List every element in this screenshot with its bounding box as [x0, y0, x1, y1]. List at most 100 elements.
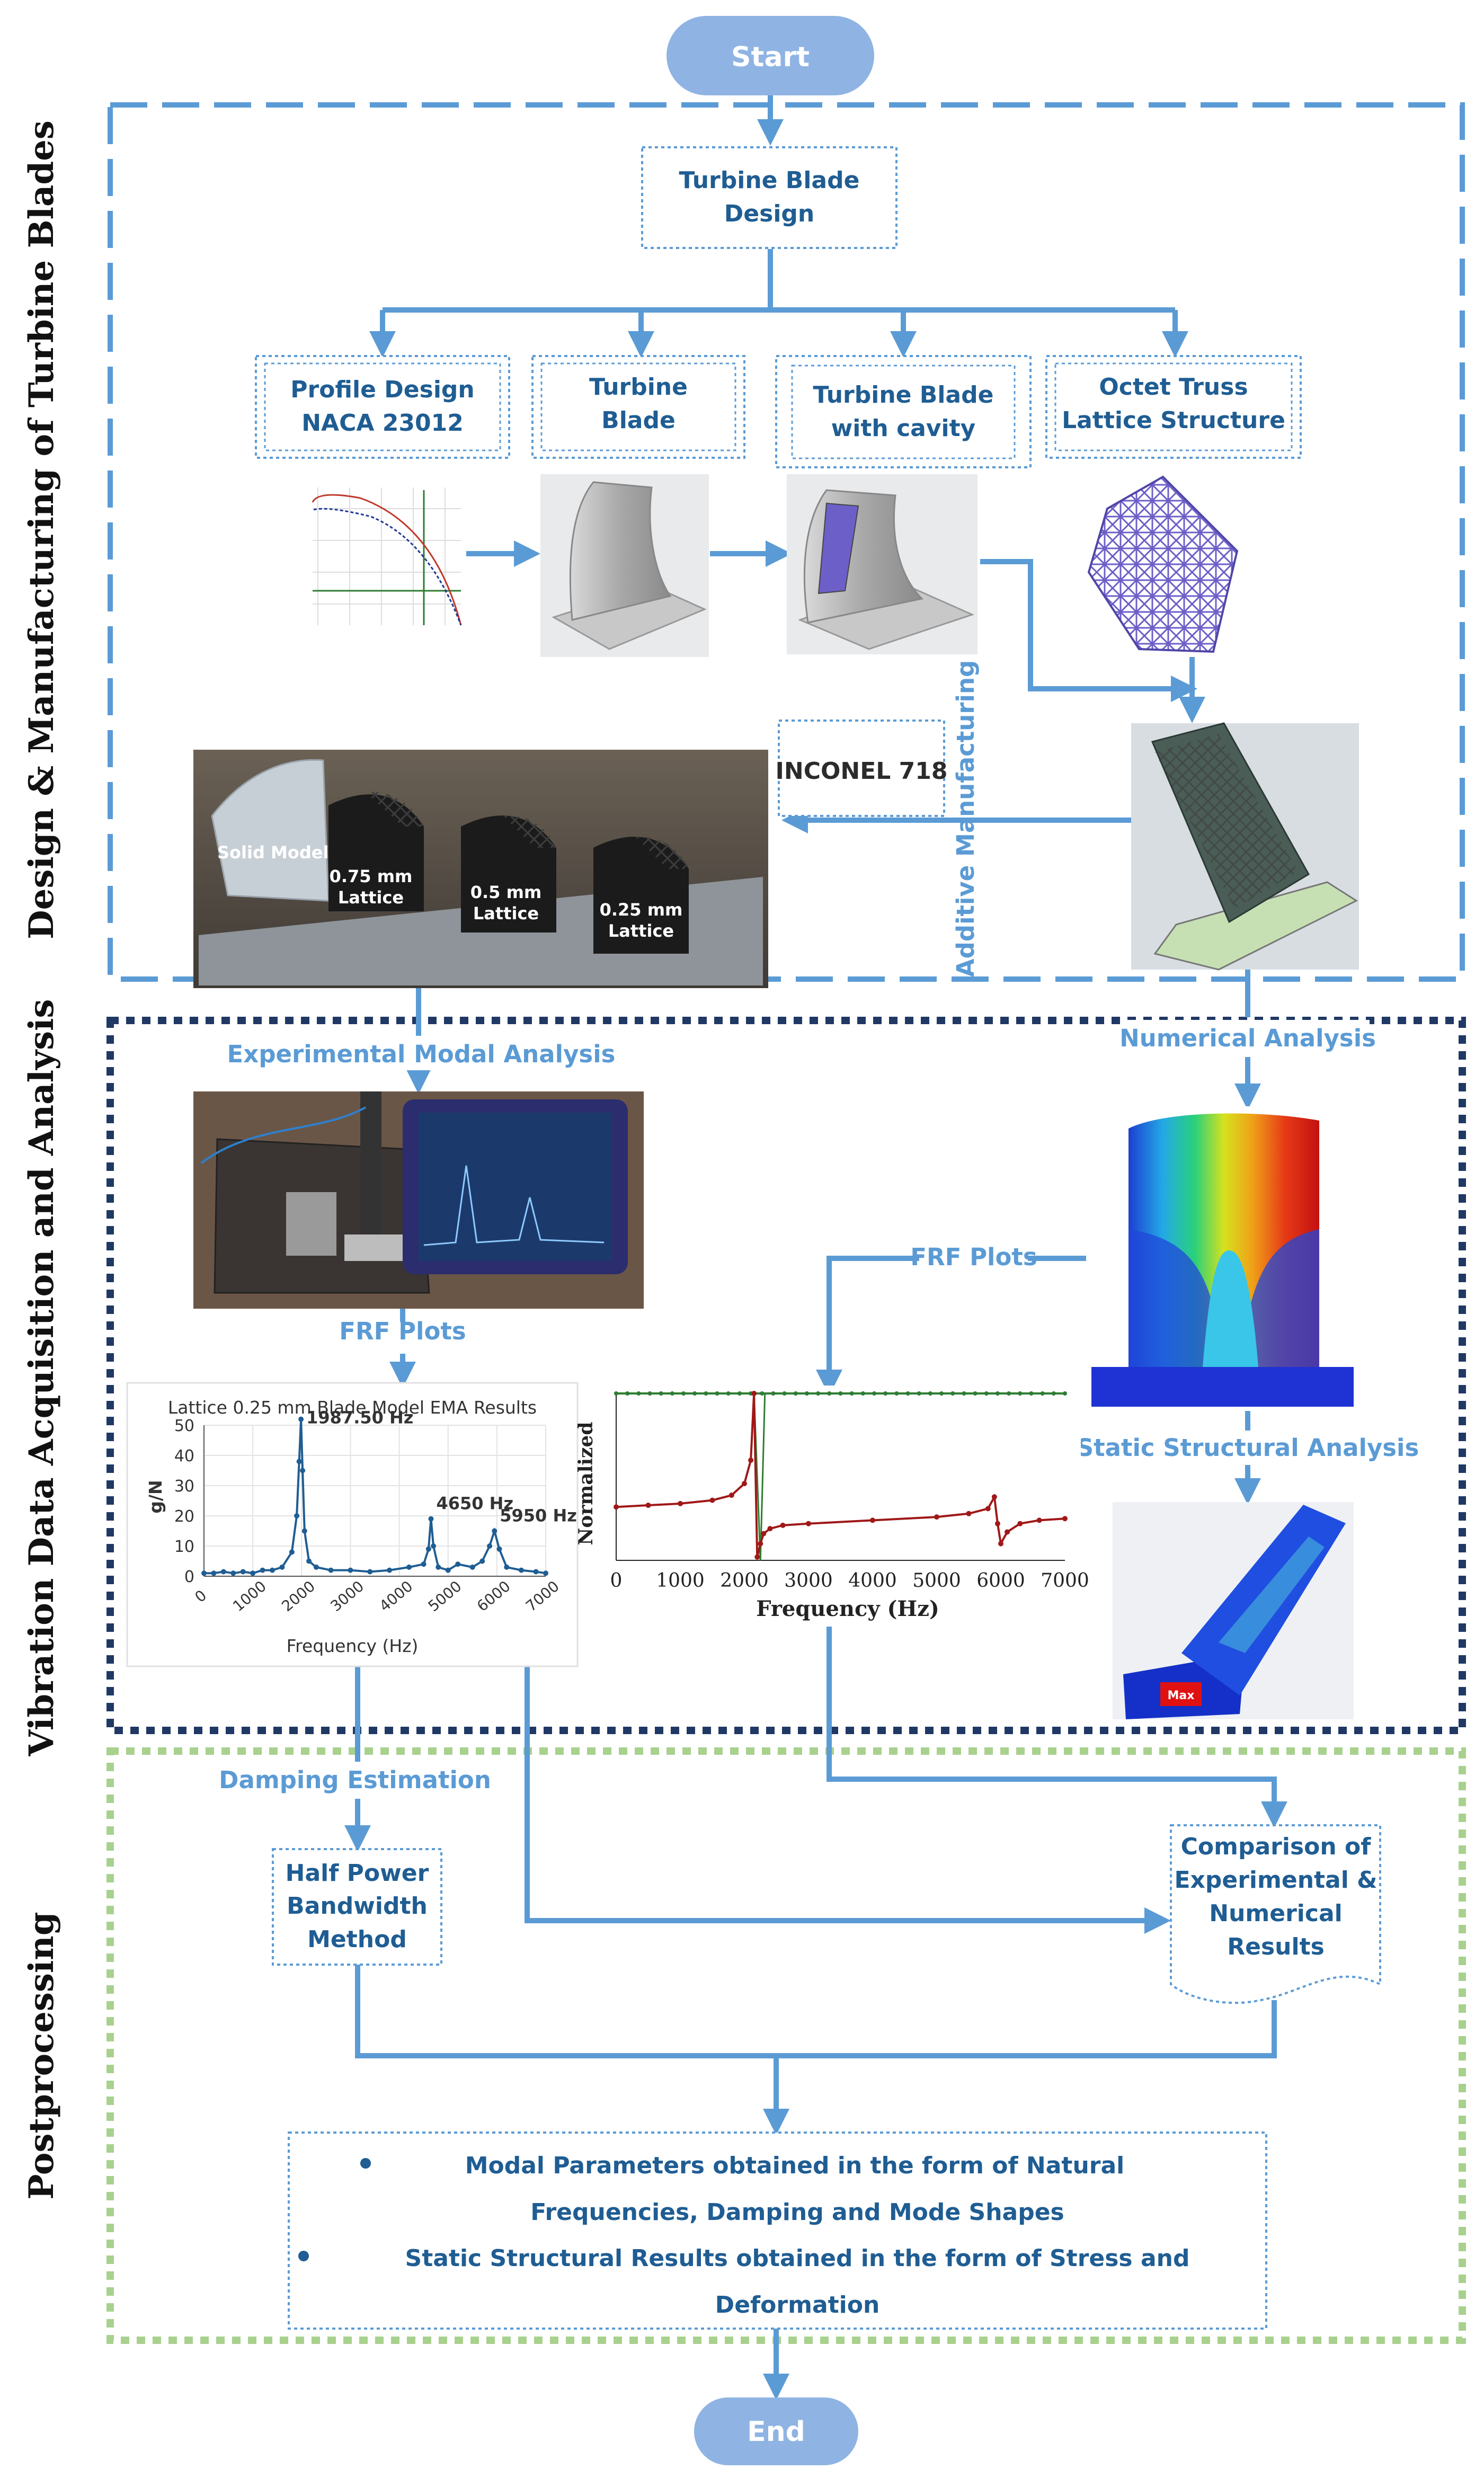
- postprocessing-section-frame: [106, 1747, 1466, 2344]
- num-green-point: [1018, 1391, 1023, 1396]
- num-xtick-label: 5000: [912, 1570, 961, 1592]
- ema-chart-title: Lattice 0.25 mm Blade Model EMA Results: [168, 1397, 537, 1418]
- additive-manufacturing-label: Additive Manufacturing: [952, 660, 980, 977]
- ema-data-point: [367, 1569, 373, 1575]
- turbine-cavity-model-image: [787, 474, 978, 654]
- num-green-point: [872, 1391, 877, 1396]
- num-red-point: [1062, 1516, 1068, 1522]
- ema-chart-frame: [126, 1382, 579, 1667]
- naca-profile-plot: [307, 479, 466, 630]
- num-green-point: [984, 1391, 989, 1396]
- numerical-analysis-label: Numerical Analysis: [1119, 1024, 1376, 1052]
- vibration-section-frame: [106, 1017, 1466, 1734]
- ema-data-point: [313, 1564, 319, 1570]
- num-green-point: [1040, 1391, 1045, 1396]
- ema-ytick-label: 50: [174, 1417, 194, 1435]
- num-green-point: [681, 1391, 686, 1396]
- numerical-label-bg: [1126, 1020, 1370, 1057]
- ema-ytick-label: 10: [174, 1538, 194, 1556]
- max-marker-label: Max: [1168, 1689, 1195, 1702]
- num-red-point: [1017, 1521, 1023, 1526]
- num-red-point: [966, 1511, 972, 1516]
- num-green-point: [692, 1391, 697, 1396]
- num-green-point: [1051, 1391, 1056, 1396]
- ema-ytick-label: 30: [174, 1477, 194, 1496]
- connector-halfpower-down: [355, 1963, 1277, 2058]
- ema-data-point: [445, 1567, 451, 1573]
- lattice-blade-model-image: [1131, 722, 1359, 971]
- damping-estimation-label: Damping Estimation: [219, 1766, 491, 1794]
- ema-data-point: [406, 1564, 412, 1570]
- ema-data-point: [348, 1567, 353, 1573]
- num-red-point: [1005, 1529, 1010, 1535]
- ema-data-point: [201, 1570, 207, 1576]
- final-bullet2-line1: Static Structural Results obtained in th…: [405, 2245, 1190, 2272]
- ema-data-point: [533, 1569, 539, 1575]
- num-red-point: [991, 1494, 997, 1500]
- static-structural-label: Static Structural Analysis: [1077, 1434, 1419, 1462]
- numerical-chart-xlabel: Frequency (Hz): [756, 1596, 939, 1621]
- num-xtick-label: 7000: [1041, 1570, 1089, 1592]
- ema-data-point: [428, 1516, 434, 1522]
- turbine-cavity-line1: Turbine Blade: [813, 381, 994, 408]
- ema-data-point: [300, 1468, 306, 1473]
- postprocessing-section-label: Postprocessing: [22, 1912, 61, 2199]
- arrow-cavity-to-lattice-blade: [980, 559, 1197, 702]
- num-green-point: [1029, 1391, 1034, 1396]
- lattice-075-label-1: 0.75 mm: [330, 866, 413, 886]
- lattice-05-label-2: Lattice: [473, 903, 539, 923]
- ema-data-point: [436, 1564, 441, 1570]
- half-power-line3: Method: [307, 1926, 407, 1953]
- static-label-bg: [1091, 1431, 1404, 1465]
- design-section-label: Design & Manufacturing of Turbine Blades: [22, 120, 61, 939]
- ema-data-point: [306, 1558, 312, 1564]
- num-green-point: [816, 1391, 821, 1396]
- turbine-blade-line1: Turbine: [589, 374, 688, 401]
- num-green-point: [917, 1391, 921, 1396]
- num-green-point: [928, 1391, 932, 1396]
- num-xtick-label: 6000: [976, 1570, 1025, 1592]
- frf-plots-mid-label-bg: [919, 1242, 1028, 1274]
- start-label: Start: [731, 41, 810, 73]
- ema-data-point: [431, 1543, 437, 1549]
- ema-data-point: [469, 1564, 475, 1570]
- num-red-point: [751, 1391, 757, 1396]
- turbine-design-line2: Design: [724, 200, 814, 227]
- printed-samples-photo: Solid Model 0.75 mm Lattice 0.5 mm Latti…: [193, 750, 768, 988]
- ema-data-point: [220, 1569, 226, 1575]
- turbine-design-box: Turbine Blade Design: [641, 146, 897, 249]
- stress-contour-image: [1086, 1106, 1359, 1411]
- num-green-point: [704, 1391, 708, 1396]
- num-green-point: [804, 1391, 809, 1396]
- num-red-point: [678, 1500, 683, 1506]
- ema-data-point: [240, 1569, 246, 1575]
- static-structural-image: Max: [1113, 1502, 1354, 1719]
- num-red-point: [985, 1506, 991, 1512]
- num-green-point: [860, 1391, 865, 1396]
- num-xtick-label: 1000: [656, 1570, 705, 1592]
- num-red-point: [742, 1481, 747, 1487]
- num-green-point: [962, 1391, 966, 1396]
- ema-data-point: [387, 1567, 393, 1573]
- num-xtick-label: 0: [610, 1570, 623, 1592]
- num-green-point: [670, 1391, 674, 1396]
- half-power-line1: Half Power: [286, 1860, 429, 1887]
- frf-plots-left-label: FRF Plots: [339, 1317, 466, 1345]
- ema-chart-ylabel: g/N: [145, 1480, 166, 1513]
- num-green-rise: [759, 1393, 766, 1561]
- lattice-025-label-1: 0.25 mm: [600, 900, 683, 920]
- num-green-point: [771, 1391, 776, 1396]
- num-green-point: [939, 1391, 944, 1396]
- comparison-box: Comparison of Experimental & Numerical R…: [1170, 1824, 1381, 2004]
- end-pill: [694, 2397, 858, 2465]
- num-green-point: [760, 1391, 765, 1396]
- half-power-line2: Bandwidth: [287, 1893, 428, 1920]
- num-xtick-label: 4000: [848, 1570, 897, 1592]
- ema-data-point: [279, 1564, 285, 1570]
- profile-design-line2: NACA 23012: [301, 410, 464, 437]
- num-green-point: [827, 1391, 832, 1396]
- ema-data-point: [479, 1558, 485, 1564]
- num-red-point: [934, 1514, 939, 1520]
- final-bullet1-line1: Modal Parameters obtained in the form of…: [465, 2152, 1125, 2179]
- num-green-point: [614, 1391, 618, 1396]
